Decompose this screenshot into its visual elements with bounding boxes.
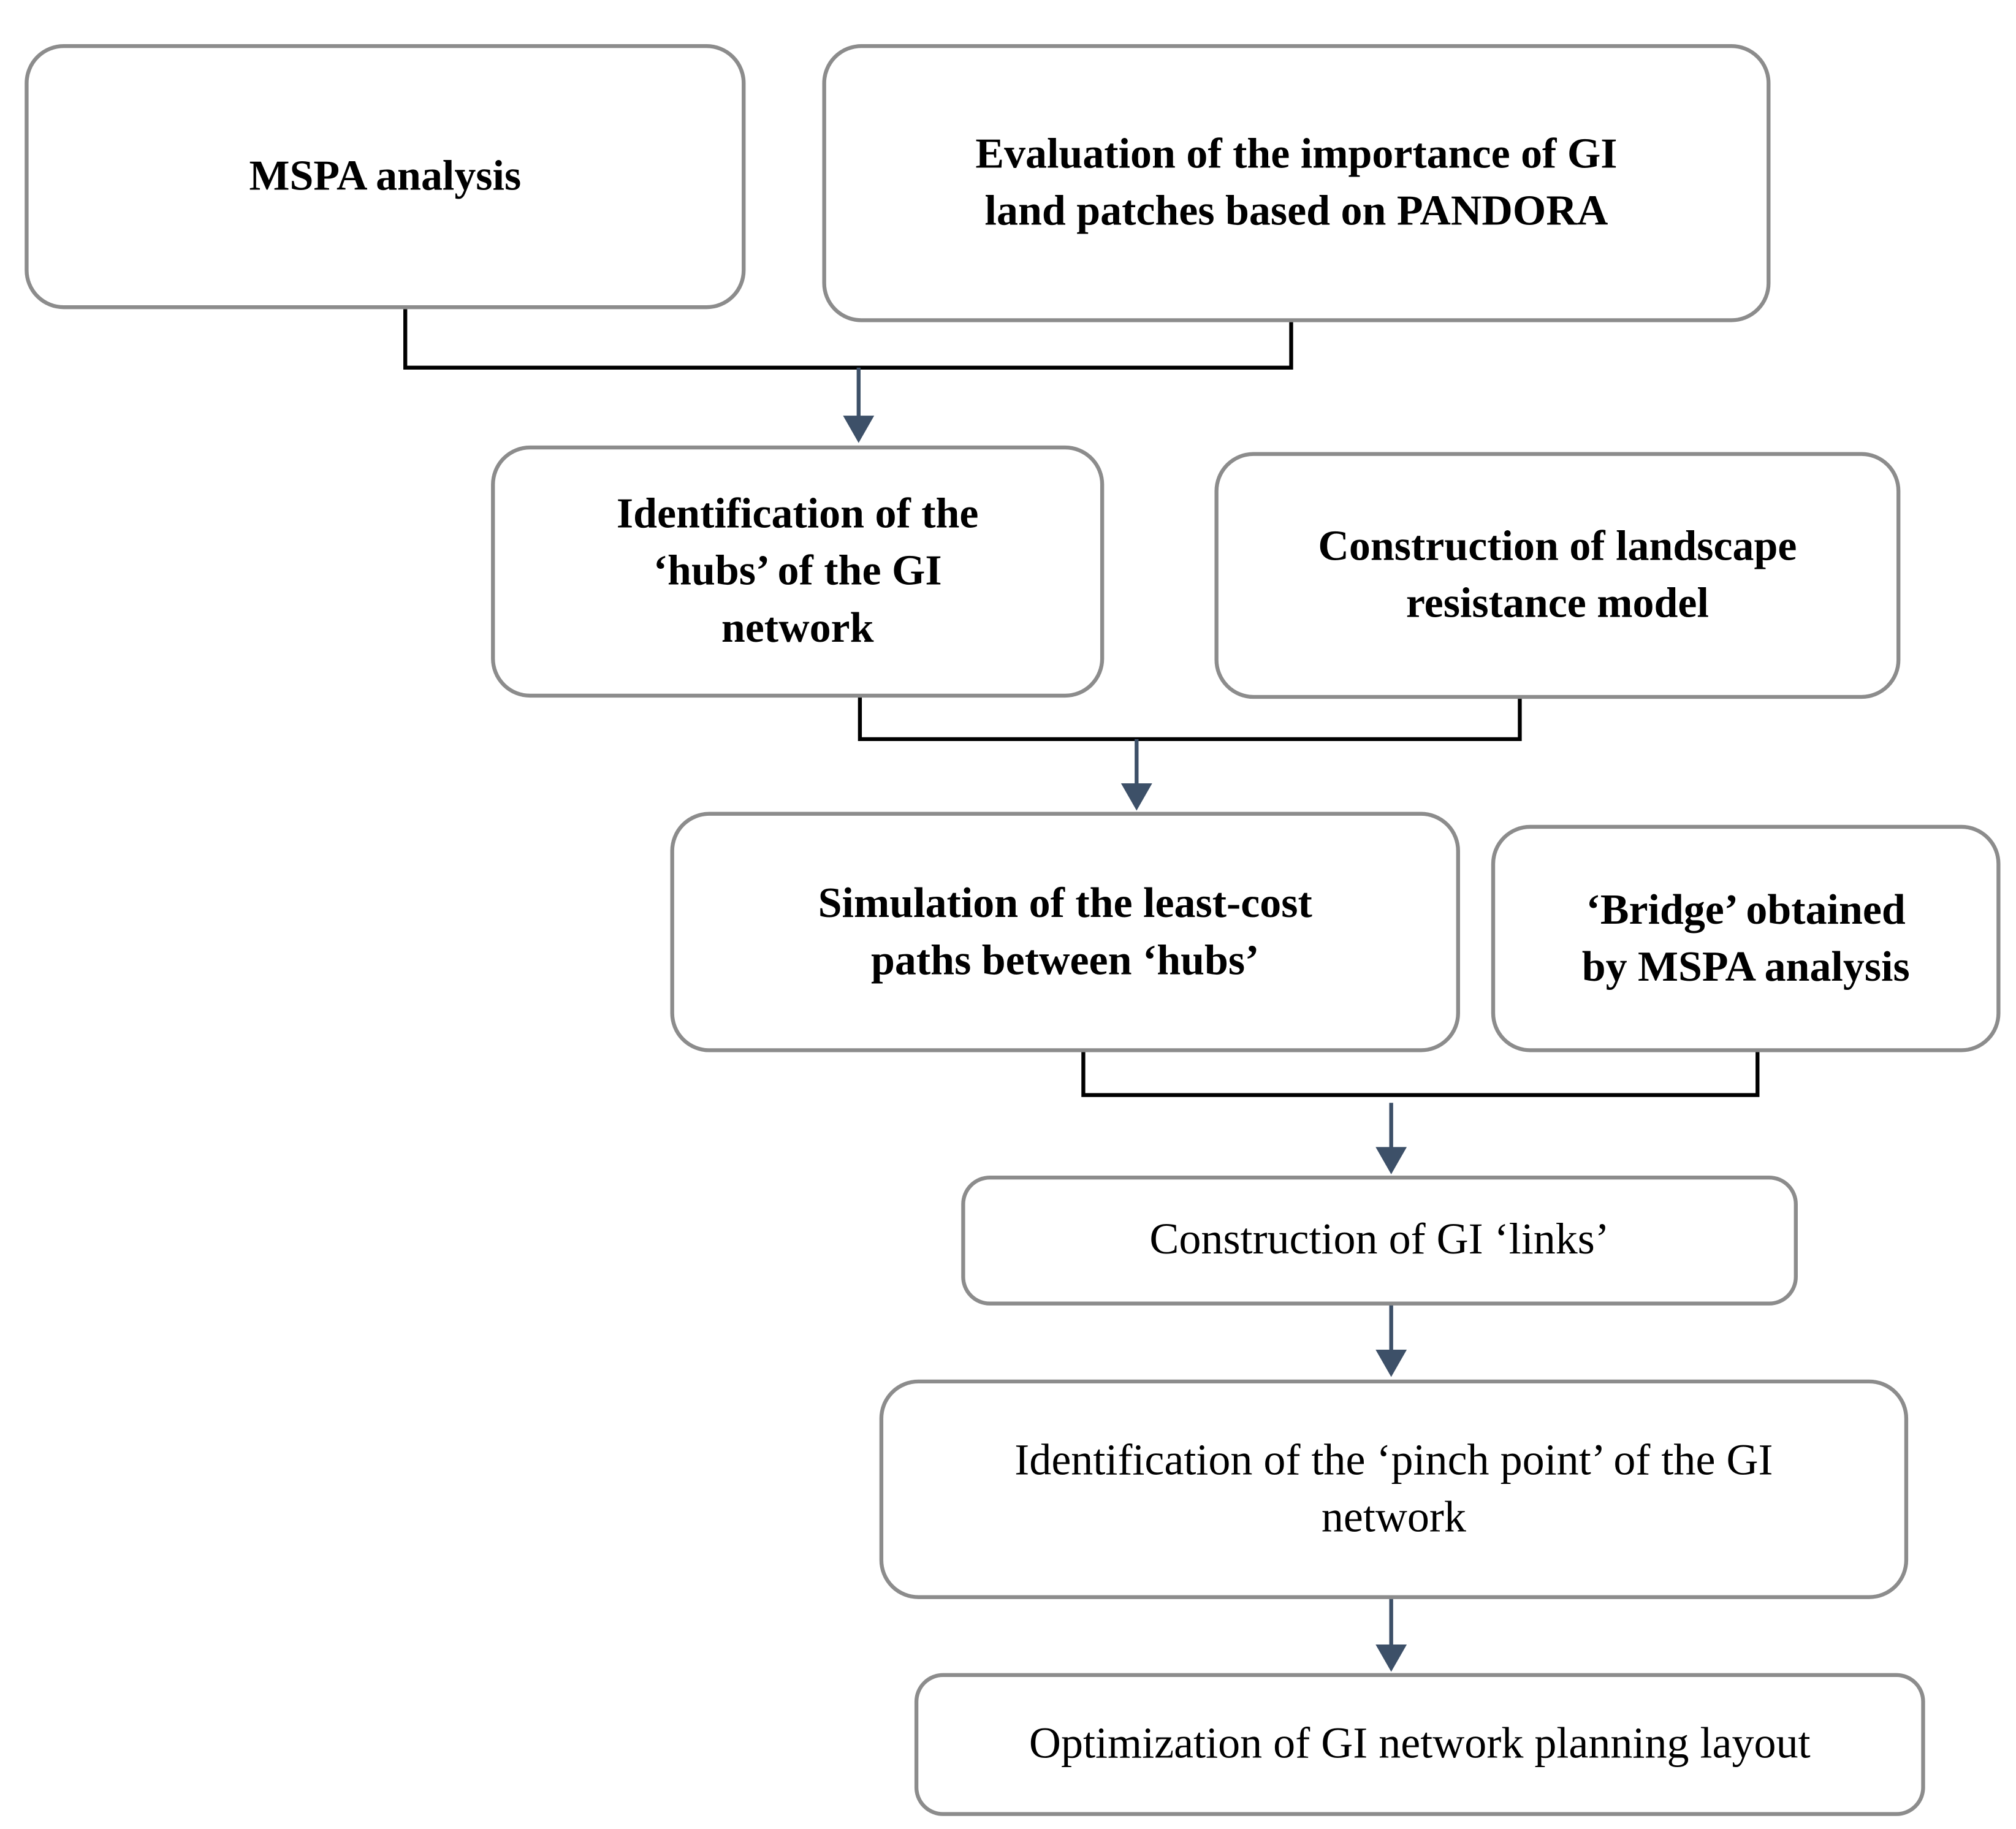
node-gi-links-label: Construction of GI ‘links’ <box>1149 1215 1610 1264</box>
node-resistance-model-label: Construction of landscape resistance mod… <box>1318 523 1797 628</box>
node-gi-links: Construction of GI ‘links’ <box>961 1175 1798 1306</box>
node-hubs-identification: Identification of the ‘hubs’ of the GI n… <box>491 445 1105 698</box>
node-mspa-analysis: MSPA analysis <box>25 44 746 310</box>
arrow-to-optimization-head <box>1375 1645 1407 1672</box>
node-resistance-model: Construction of landscape resistance mod… <box>1214 452 1901 699</box>
bracket-hubs-resistance <box>858 696 1522 742</box>
node-optimization-label: Optimization of GI network planning layo… <box>1029 1719 1811 1768</box>
node-pandora-evaluation-label: Evaluation of the importance of GI land … <box>975 131 1618 235</box>
node-pinch-point: Identification of the ‘pinch point’ of t… <box>879 1379 1909 1599</box>
arrow-to-pinch-head <box>1375 1349 1407 1377</box>
node-optimization: Optimization of GI network planning layo… <box>914 1673 1925 1816</box>
bracket-mspa-pandora <box>403 309 1293 370</box>
node-bridge-label: ‘Bridge’ obtained by MSPA analysis <box>1581 886 1910 991</box>
node-mspa-analysis-label: MSPA analysis <box>249 153 522 200</box>
bracket-leastcost-bridge <box>1081 1051 1760 1097</box>
arrow-to-hubs-head <box>843 416 875 443</box>
node-hubs-identification-label: Identification of the ‘hubs’ of the GI n… <box>616 491 979 652</box>
node-least-cost-paths: Simulation of the least-cost paths betwe… <box>670 812 1460 1052</box>
node-least-cost-paths-label: Simulation of the least-cost paths betwe… <box>818 880 1312 984</box>
node-pinch-point-label: Identification of the ‘pinch point’ of t… <box>1014 1435 1773 1542</box>
arrow-to-least-cost-head <box>1120 783 1152 811</box>
arrow-to-links-head <box>1375 1147 1407 1174</box>
node-bridge: ‘Bridge’ obtained by MSPA analysis <box>1491 824 2001 1052</box>
node-pandora-evaluation: Evaluation of the importance of GI land … <box>822 44 1771 322</box>
